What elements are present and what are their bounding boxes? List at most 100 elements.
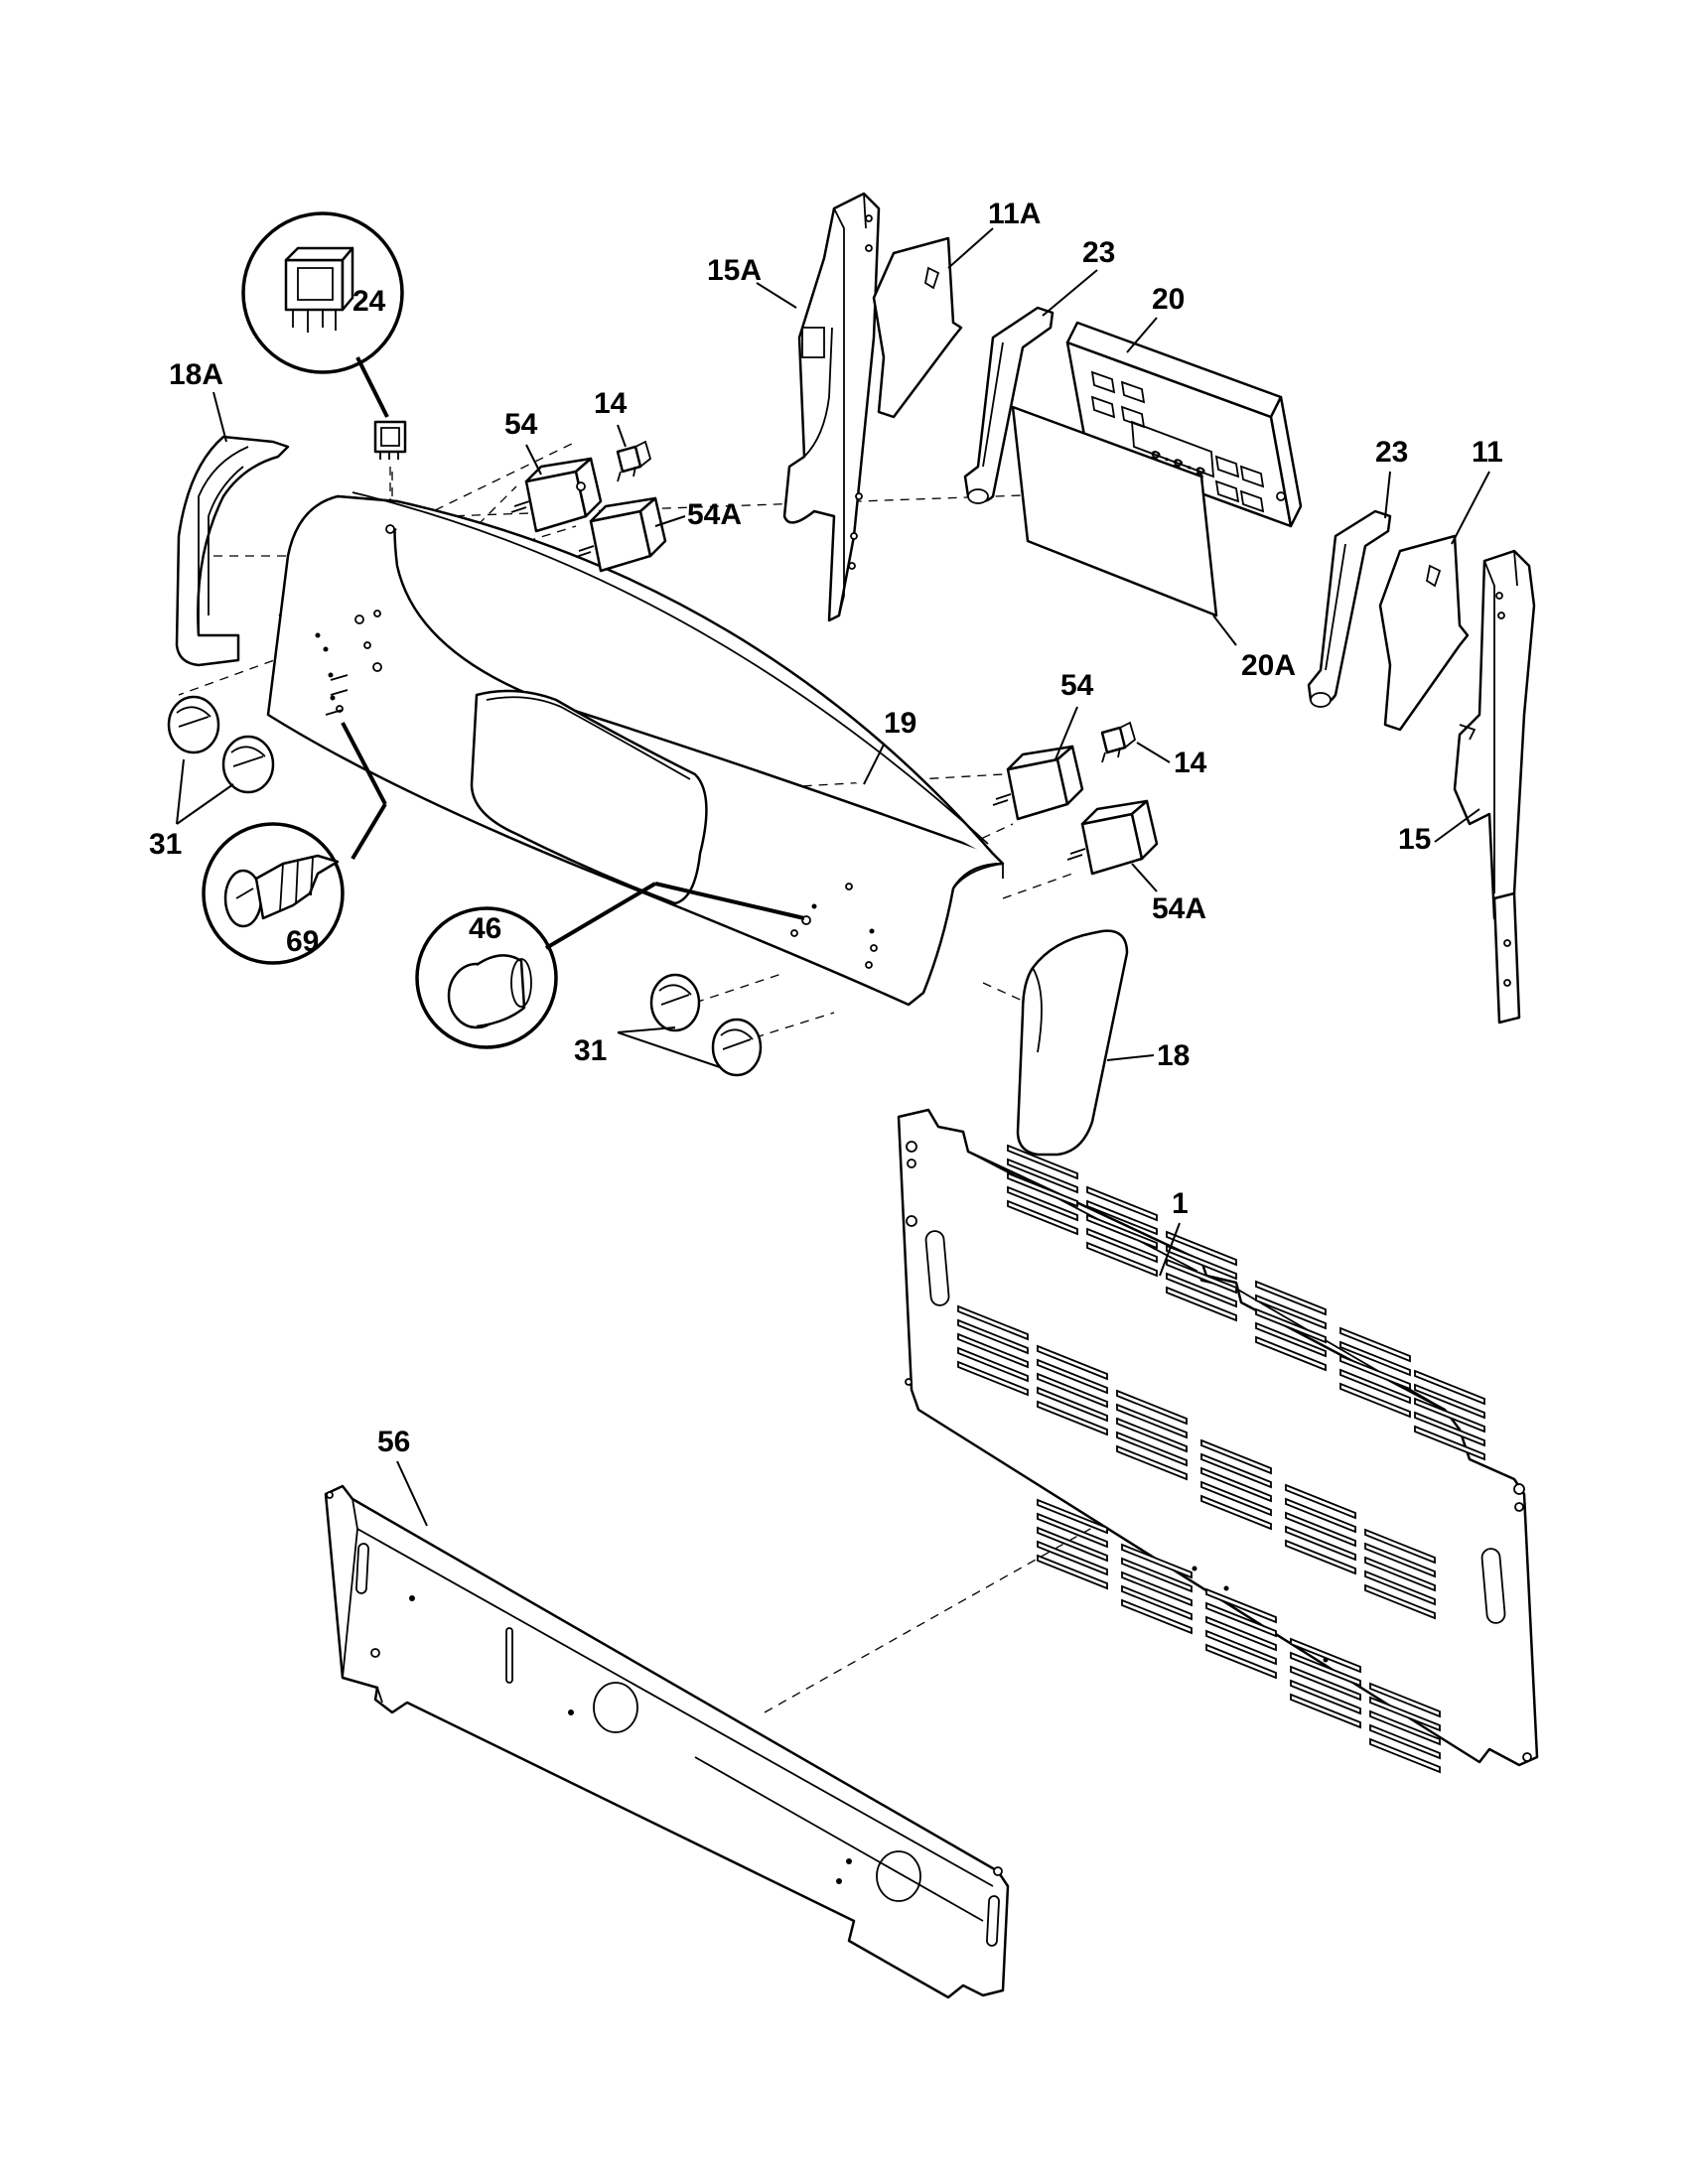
vent-slot — [1339, 1326, 1411, 1363]
right-bracket: 11 — [1378, 436, 1503, 732]
vent-slot — [1086, 1185, 1158, 1222]
vent-slot — [1007, 1199, 1078, 1236]
vent-louvers — [957, 1144, 1485, 1774]
callout-15: 15 — [1398, 823, 1431, 856]
vent-slot — [1200, 1466, 1272, 1503]
vent-slot — [1205, 1643, 1277, 1680]
vent-slot — [1290, 1679, 1361, 1715]
vent-slot — [957, 1318, 1029, 1355]
vent-slot — [957, 1346, 1029, 1383]
callout-54a-right: 54A — [1152, 892, 1206, 925]
vent-slot — [1007, 1144, 1078, 1180]
vent-slot — [1205, 1615, 1277, 1652]
vent-slot — [1369, 1709, 1441, 1746]
vent-slot — [1200, 1480, 1272, 1517]
vent-slot — [1037, 1386, 1108, 1423]
vent-slot — [1200, 1494, 1272, 1531]
vent-slot — [1116, 1417, 1188, 1453]
vent-slot — [1121, 1557, 1193, 1593]
callout-46: 46 — [469, 912, 501, 945]
vent-slot — [1414, 1397, 1485, 1433]
vent-slot — [1369, 1696, 1441, 1732]
vent-slot — [1116, 1431, 1188, 1467]
vent-slot — [1285, 1525, 1356, 1562]
vent-slot — [1255, 1321, 1327, 1358]
vent-slot — [1255, 1294, 1327, 1330]
vent-slot — [1166, 1272, 1237, 1308]
vent-slot — [1086, 1213, 1158, 1250]
control-panel: 19 — [266, 491, 1005, 1007]
vent-slot — [1364, 1570, 1436, 1606]
vent-slot — [1205, 1629, 1277, 1666]
callout-14-top: 14 — [594, 387, 628, 420]
callout-18a: 18A — [169, 358, 223, 391]
vent-slot — [1414, 1383, 1485, 1420]
vent-slot — [1086, 1227, 1158, 1264]
vent-slot — [1121, 1570, 1193, 1607]
vent-slot — [1339, 1382, 1411, 1419]
vent-slot — [1339, 1368, 1411, 1405]
switch-detail-circle: 24 — [241, 211, 407, 531]
callout-19: 19 — [884, 707, 916, 740]
callout-20: 20 — [1152, 283, 1185, 316]
callout-23-left: 23 — [1082, 236, 1115, 269]
vent-slot — [1285, 1511, 1356, 1548]
vent-slot — [1007, 1158, 1078, 1194]
vent-slot — [1037, 1540, 1108, 1576]
vent-slot — [1290, 1651, 1361, 1688]
vent-slot — [1121, 1598, 1193, 1635]
callout-56: 56 — [377, 1426, 410, 1458]
vented-back-panel: 1 — [897, 1108, 1539, 1774]
vent-slot — [1037, 1498, 1108, 1535]
vent-slot — [1166, 1258, 1237, 1295]
electronic-control-board: 8:8:8 20 20A — [1011, 283, 1303, 682]
vent-slot — [1255, 1280, 1327, 1316]
vent-slot — [1339, 1354, 1411, 1391]
callout-11: 11 — [1472, 436, 1503, 469]
vent-slot — [1414, 1369, 1485, 1406]
vent-slot — [1369, 1723, 1441, 1760]
vent-slot — [957, 1332, 1029, 1369]
vent-slot — [1205, 1601, 1277, 1638]
vent-slot — [1166, 1230, 1237, 1267]
button-detail-circle: 46 — [415, 882, 805, 1049]
knobs-left: 31 — [149, 695, 275, 861]
vent-slot — [1116, 1444, 1188, 1481]
vent-slot — [1086, 1241, 1158, 1278]
vent-slot — [1255, 1307, 1327, 1344]
vent-slot — [1007, 1171, 1078, 1208]
vent-slot — [1086, 1199, 1158, 1236]
vent-slot — [1414, 1425, 1485, 1461]
callout-24: 24 — [352, 285, 386, 318]
vent-slot — [957, 1304, 1029, 1341]
vent-slot — [1116, 1389, 1188, 1426]
callout-11a: 11A — [988, 198, 1041, 230]
callout-15a: 15A — [707, 254, 762, 287]
screw-detail-circle: 69 — [202, 722, 387, 965]
vent-slot — [1339, 1340, 1411, 1377]
callout-18: 18 — [1157, 1039, 1190, 1072]
vent-slot — [1290, 1693, 1361, 1729]
callout-1: 1 — [1172, 1187, 1189, 1220]
vent-slot — [1037, 1526, 1108, 1563]
right-side-trim: 15 — [1398, 549, 1536, 1024]
vent-slot — [957, 1360, 1029, 1397]
vent-slot — [1200, 1452, 1272, 1489]
lower-back-bracket: 56 — [324, 1426, 1010, 1999]
vent-slot — [1166, 1286, 1237, 1322]
callout-31-right: 31 — [574, 1034, 607, 1067]
vent-slot — [1037, 1372, 1108, 1409]
vent-slot — [1121, 1584, 1193, 1621]
right-end-cap: 18 — [1016, 929, 1190, 1157]
callout-23-right: 23 — [1375, 436, 1408, 469]
callout-54a-top: 54A — [687, 498, 742, 531]
knobs-right: 31 — [574, 973, 763, 1077]
vent-slot — [1364, 1583, 1436, 1620]
left-end-cap: 18A — [169, 358, 290, 667]
vent-slot — [1116, 1403, 1188, 1439]
infinite-switches-top: 54 54A 14 — [504, 387, 742, 573]
right-bracket-23: 23 — [1307, 436, 1408, 708]
vent-slot — [1364, 1528, 1436, 1565]
callout-14-right: 14 — [1174, 747, 1207, 779]
